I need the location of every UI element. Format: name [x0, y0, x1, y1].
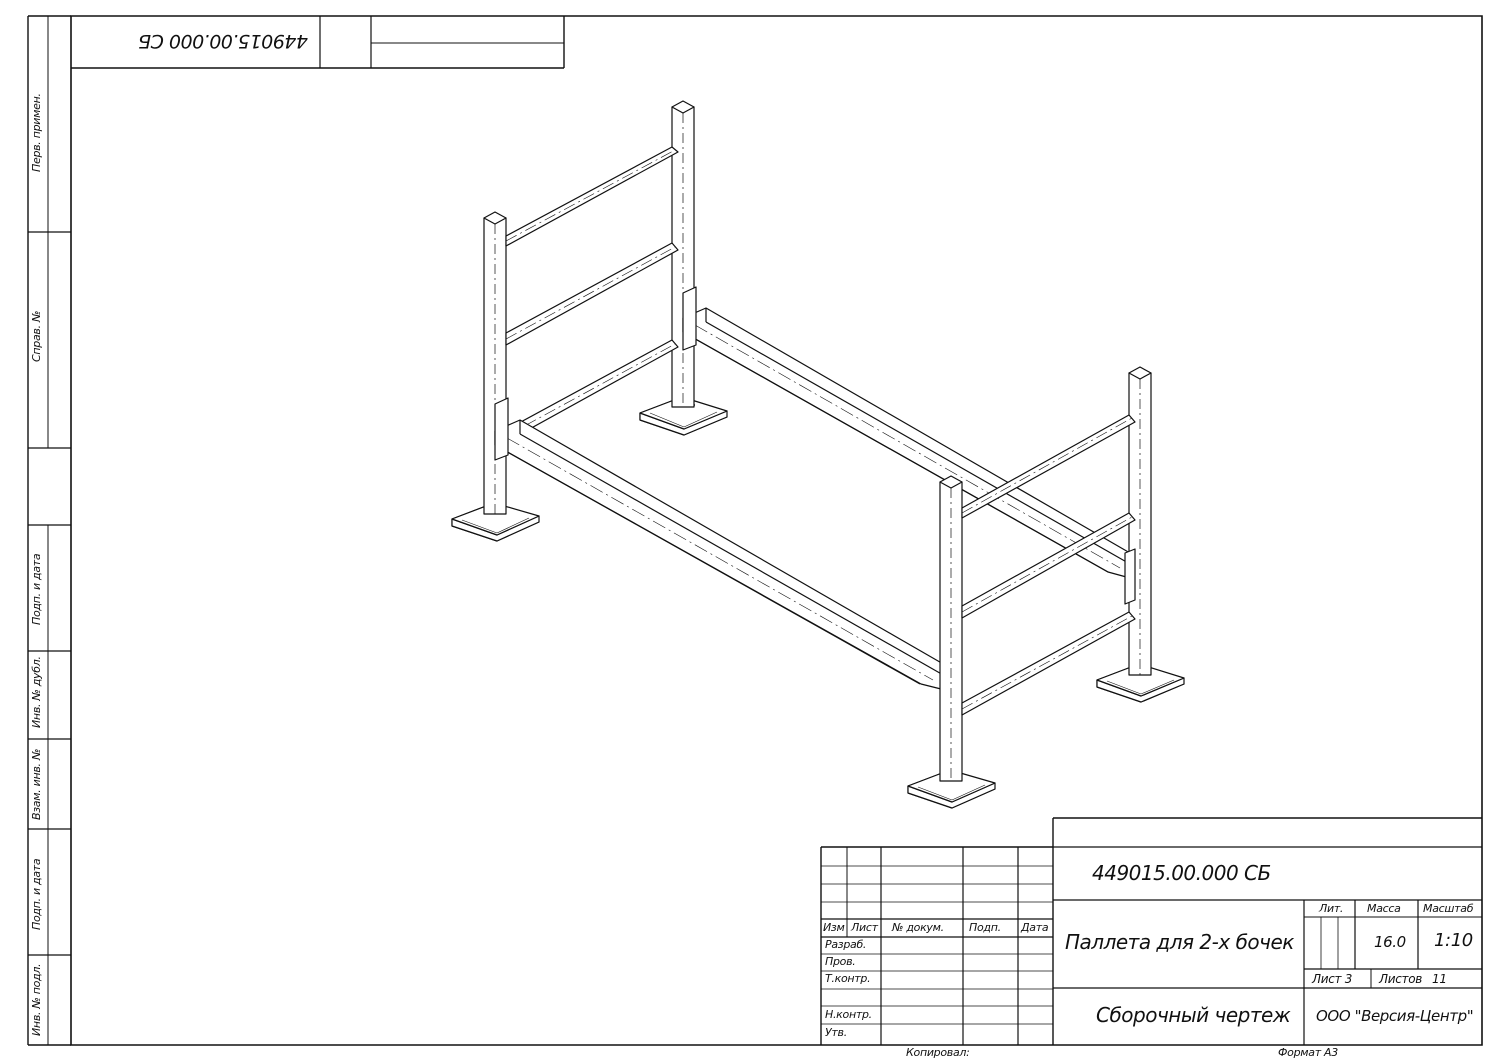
role-nkontr: Н.контр. [825, 1008, 872, 1021]
header-izm: Изм [823, 921, 845, 934]
sheets-total: 11 [1432, 972, 1447, 986]
side-label-sprav-no: Справ. № [30, 310, 43, 362]
role-prov: Пров. [825, 955, 856, 968]
role-tkontr: Т.контр. [825, 972, 871, 985]
document-type: Сборочный чертеж [1096, 1003, 1291, 1027]
side-label-vzam-inv: Взам. инв. № [30, 748, 43, 820]
side-label-inv-podl: Инв. № подл. [30, 963, 43, 1036]
header-massa: Масса [1367, 902, 1401, 915]
mass-value: 16.0 [1374, 933, 1406, 951]
side-label-podp-data-1: Подп. и дата [30, 553, 43, 625]
left-frame-rails [506, 147, 678, 442]
sheet-number: Лист 3 [1312, 972, 1353, 986]
header-lit: Лит. [1319, 902, 1344, 915]
scale-value: 1:10 [1434, 930, 1473, 951]
format: Формат А3 [1278, 1046, 1338, 1059]
role-razrab: Разраб. [825, 938, 867, 951]
header-date: Дата [1021, 921, 1049, 934]
sheets-total-label: Листов [1379, 972, 1423, 986]
header-list: Лист [851, 921, 878, 934]
role-utv: Утв. [825, 1026, 847, 1039]
side-label-podp-data-2: Подп. и дата [30, 858, 43, 930]
side-label-perv-primen: Перв. примен. [30, 93, 43, 172]
post-back-left [640, 101, 727, 435]
header-doc-no: № докум. [892, 921, 944, 934]
designation: 449015.00.000 СБ [1092, 861, 1271, 885]
drawing-title: Паллета для 2-х бочек [1065, 930, 1294, 954]
right-frame-rails [962, 415, 1135, 715]
designation-rotated: 449015.00.000 СБ [138, 30, 308, 52]
back-long-beam [683, 287, 1130, 578]
post-front-right [908, 476, 995, 808]
header-sign: Подп. [969, 921, 1001, 934]
organization: ООО "Версия-Центр" [1316, 1007, 1474, 1025]
copied-by: Копировал: [906, 1046, 970, 1059]
header-masshtab: Масштаб [1423, 902, 1474, 915]
post-front-left [452, 212, 539, 541]
side-label-inv-dubl: Инв. № дубл. [30, 656, 43, 728]
